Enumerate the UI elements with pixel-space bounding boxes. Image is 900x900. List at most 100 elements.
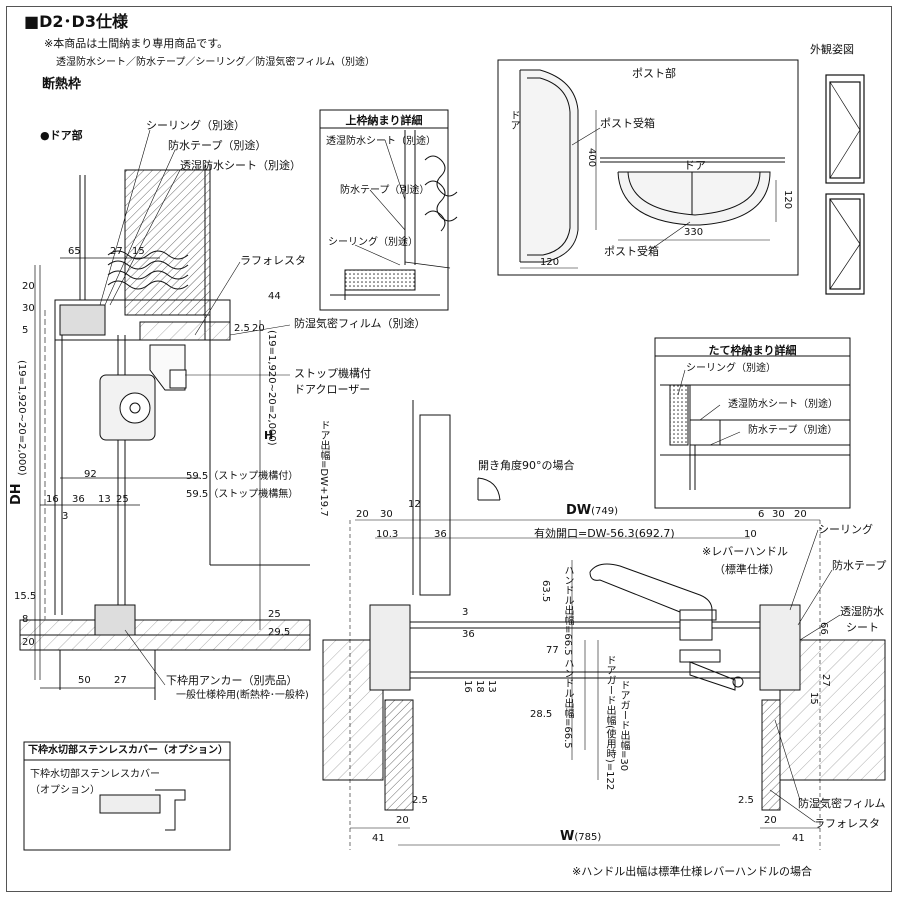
dim: 25 (268, 609, 281, 620)
post-receiver-label-2: ポスト受箱 (604, 245, 659, 258)
dh-label: DH (9, 483, 24, 505)
side-detail-tape: 防水テープ（別途） (748, 425, 838, 436)
dim: 2.5 (234, 323, 250, 334)
dim: 27 (114, 675, 127, 686)
dim: 120 (782, 190, 793, 210)
dim: 18 (474, 680, 485, 693)
dim: 15 (808, 692, 819, 705)
dim: 12 (408, 499, 421, 510)
dim: 63.5 (540, 580, 551, 603)
plan-sheet-label-1: 透湿防水 (840, 605, 884, 618)
drawing-frame (6, 6, 892, 892)
dim: 28.5 (530, 709, 553, 720)
closer-label-1: ストップ機構付 (294, 367, 371, 380)
dim: 66 (818, 622, 829, 635)
post-receiver-label-1: ポスト受箱 (600, 117, 655, 130)
closer-label-2: ドアクローザー (294, 383, 371, 396)
dh-range-label: (19=1,920∼20=2,000) (16, 360, 27, 476)
door-section-label: ●ドア部 (40, 129, 83, 142)
dim: 30 (772, 509, 785, 520)
anchor-label: 下枠用アンカー（別売品） (166, 674, 298, 687)
lever-label-2: （標準仕様） (714, 563, 780, 576)
dim: 15.5 (14, 591, 37, 602)
sill-cover-drawing (23, 741, 231, 851)
dim: 3 (462, 607, 469, 618)
dim: 77 (546, 645, 559, 656)
dim: 30 (22, 303, 35, 314)
dim: 41 (792, 833, 805, 844)
lever-label-1: ※レバーハンドル (702, 545, 788, 558)
dw-label: DW(749) (566, 503, 619, 518)
plan-section-drawing (322, 400, 886, 850)
dim: 27 (820, 674, 831, 687)
post-title: ポスト部 (632, 67, 676, 80)
dim: 330 (684, 227, 704, 238)
dim: 92 (84, 469, 97, 480)
dim: 65 (68, 246, 81, 257)
page-title: ■D2･D3仕様 (24, 12, 128, 31)
dim: 10.3 (376, 529, 399, 540)
section-title: 断熱枠 (42, 77, 82, 92)
plan-tape-label: 防水テープ (832, 559, 887, 572)
dim: 20 (356, 509, 369, 520)
side-detail-sealing: シーリング（別途） (686, 363, 776, 374)
dim: 36 (72, 494, 85, 505)
dim: 41 (372, 833, 385, 844)
dim: 30 (380, 509, 393, 520)
top-detail-drawing (319, 109, 458, 311)
top-detail-sheet: 透湿防水シート（別途） (326, 136, 436, 147)
dim: 20 (396, 815, 409, 826)
dim: 16 (46, 494, 59, 505)
guard-use-label: ドアガード出幅(使用時)=122 (604, 655, 615, 791)
dim: 3 (62, 511, 69, 522)
door-lafo-label: ラフォレスタ (240, 254, 306, 267)
header-note: ※本商品は土間納まり専用商品です。 (44, 37, 229, 50)
top-detail-tape: 防水テープ（別途） (340, 185, 430, 196)
plan-footnote: ※ハンドル出幅は標準仕様レバーハンドルの場合 (572, 865, 812, 878)
exterior-title: 外観姿図 (810, 43, 854, 56)
dim: 20 (794, 509, 807, 520)
handle-width-label-2: ハンドル出幅=66.5 (562, 658, 573, 749)
plan-film-label: 防湿気密フィルム (798, 797, 886, 810)
post-box-drawing (497, 59, 799, 276)
door-sheet-label: 透湿防水シート（別途） (180, 159, 301, 172)
dim: 25 (116, 494, 129, 505)
dim: 8 (22, 614, 29, 625)
dim: 20 (22, 637, 35, 648)
post-door-label-2: ドア (684, 159, 706, 172)
top-detail-sealing: シーリング（別途） (328, 237, 418, 248)
dim: 36 (434, 529, 447, 540)
door-width-label: ドア出幅=DW+19.7 (318, 420, 329, 517)
stop-with-label: 59.5（ストップ機構付） (186, 471, 299, 482)
plan-lafo-label: ラフォレスタ (814, 817, 880, 830)
dim: 2.5 (738, 795, 754, 806)
dim: 400 (586, 148, 597, 168)
dim: 27 (110, 246, 123, 257)
post-door-label: ドア (508, 110, 519, 130)
dim: 36 (462, 629, 475, 640)
sill-cover-label-2: （オプション） (30, 785, 100, 796)
plan-sheet-label-2: シート (846, 621, 879, 634)
top-detail-title: 上枠納まり詳細 (345, 114, 423, 127)
w-label: W(785) (560, 829, 602, 844)
dim: 13 (98, 494, 111, 505)
dim: 15 (132, 246, 145, 257)
dim: 20 (764, 815, 777, 826)
exterior-view-drawing (825, 74, 865, 295)
dim: 50 (78, 675, 91, 686)
dim: 6 (758, 509, 765, 520)
header-materials: 透湿防水シート／防水テープ／シーリング／防湿気密フィルム（別途） (56, 57, 375, 68)
dim: 16 (462, 680, 473, 693)
sill-cover-title: 下枠水切部ステンレスカバー（オプション） (28, 745, 228, 756)
dim: 29.5 (268, 627, 291, 638)
anchor-label-2: 一般仕様枠用(断熱枠･一般枠) (176, 690, 309, 701)
opening-label: 有効開口=DW-56.3(692.7) (534, 527, 675, 540)
dim: 20 (22, 281, 35, 292)
dim: 2.5 (412, 795, 428, 806)
dim: 10 (744, 529, 757, 540)
door-sealing-label: シーリング（別途） (146, 119, 245, 132)
dim: 13 (486, 680, 497, 693)
h-label: H (264, 429, 274, 442)
door-tape-label: 防水テープ（別途） (168, 139, 267, 152)
